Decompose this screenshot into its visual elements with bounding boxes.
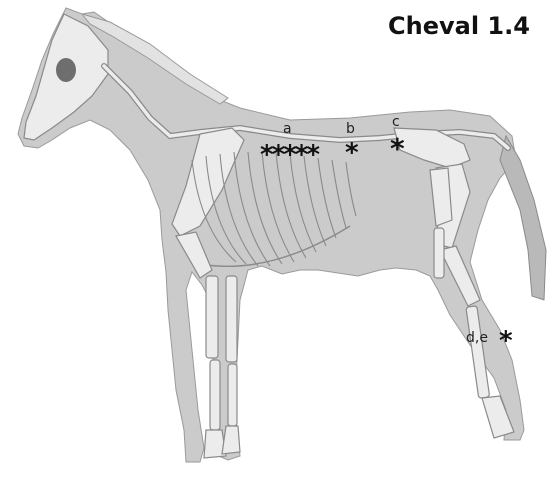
marker-a: ***** [260, 140, 318, 170]
label-c: c [392, 114, 400, 130]
marker-de: * [499, 326, 511, 356]
tail [500, 136, 546, 300]
diagram-title: Cheval 1.4 [388, 12, 530, 40]
marker-b: * [345, 138, 357, 168]
label-de: d,e [466, 330, 488, 346]
label-b: b [346, 121, 355, 137]
eye-icon [56, 58, 76, 82]
label-a: a [283, 121, 292, 137]
marker-c: * [390, 132, 403, 165]
